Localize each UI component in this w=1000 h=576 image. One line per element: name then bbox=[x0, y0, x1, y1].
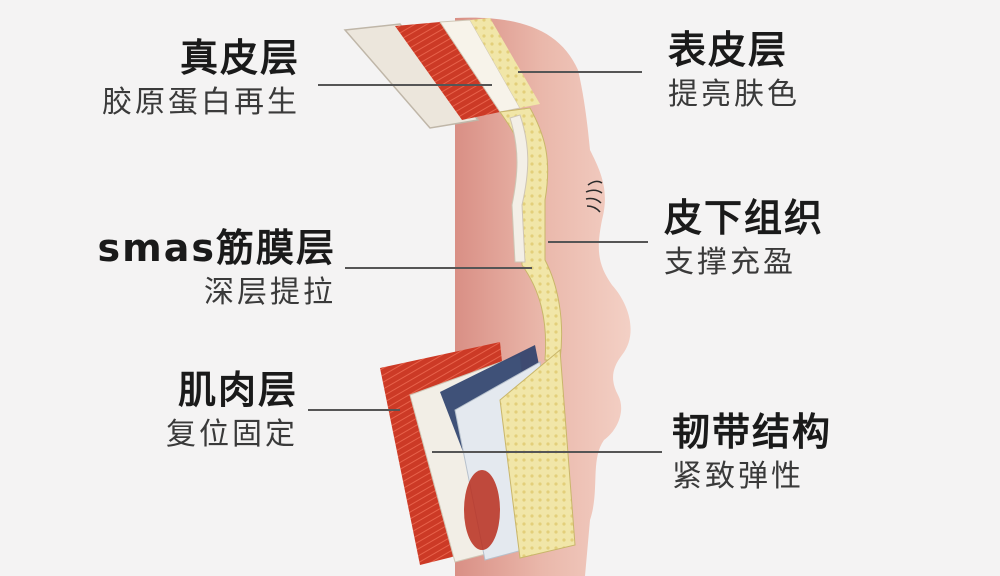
upper-layer-block bbox=[343, 18, 540, 129]
smas-title: smas筋膜层 bbox=[97, 226, 336, 270]
leader-lines bbox=[308, 71, 662, 453]
label-muscle: 肌肉层 复位固定 bbox=[166, 368, 298, 454]
dermis-title: 真皮层 bbox=[179, 36, 300, 80]
smas-subtitle: 深层提拉 bbox=[204, 275, 336, 310]
epidermis-title: 表皮层 bbox=[668, 28, 789, 72]
label-epidermis: 表皮层 提亮肤色 bbox=[668, 28, 800, 114]
label-smas: smas筋膜层 深层提拉 bbox=[98, 226, 336, 312]
label-ligament: 韧带结构 紧致弹性 bbox=[672, 410, 832, 496]
muscle-subtitle: 复位固定 bbox=[166, 417, 298, 452]
lower-layer-block bbox=[380, 342, 576, 565]
dermis-subtitle: 胶原蛋白再生 bbox=[102, 85, 300, 120]
ligament-subtitle: 紧致弹性 bbox=[672, 459, 804, 494]
subcutaneous-subtitle: 支撑充盈 bbox=[664, 245, 796, 280]
subcutaneous-title: 皮下组织 bbox=[664, 196, 825, 240]
epidermis-subtitle: 提亮肤色 bbox=[668, 77, 800, 112]
muscle-title: 肌肉层 bbox=[177, 368, 298, 412]
label-subcutaneous: 皮下组织 支撑充盈 bbox=[664, 196, 824, 282]
eyelash-icon bbox=[585, 180, 603, 213]
label-dermis: 真皮层 胶原蛋白再生 bbox=[102, 36, 300, 122]
ligament-title: 韧带结构 bbox=[672, 410, 833, 454]
